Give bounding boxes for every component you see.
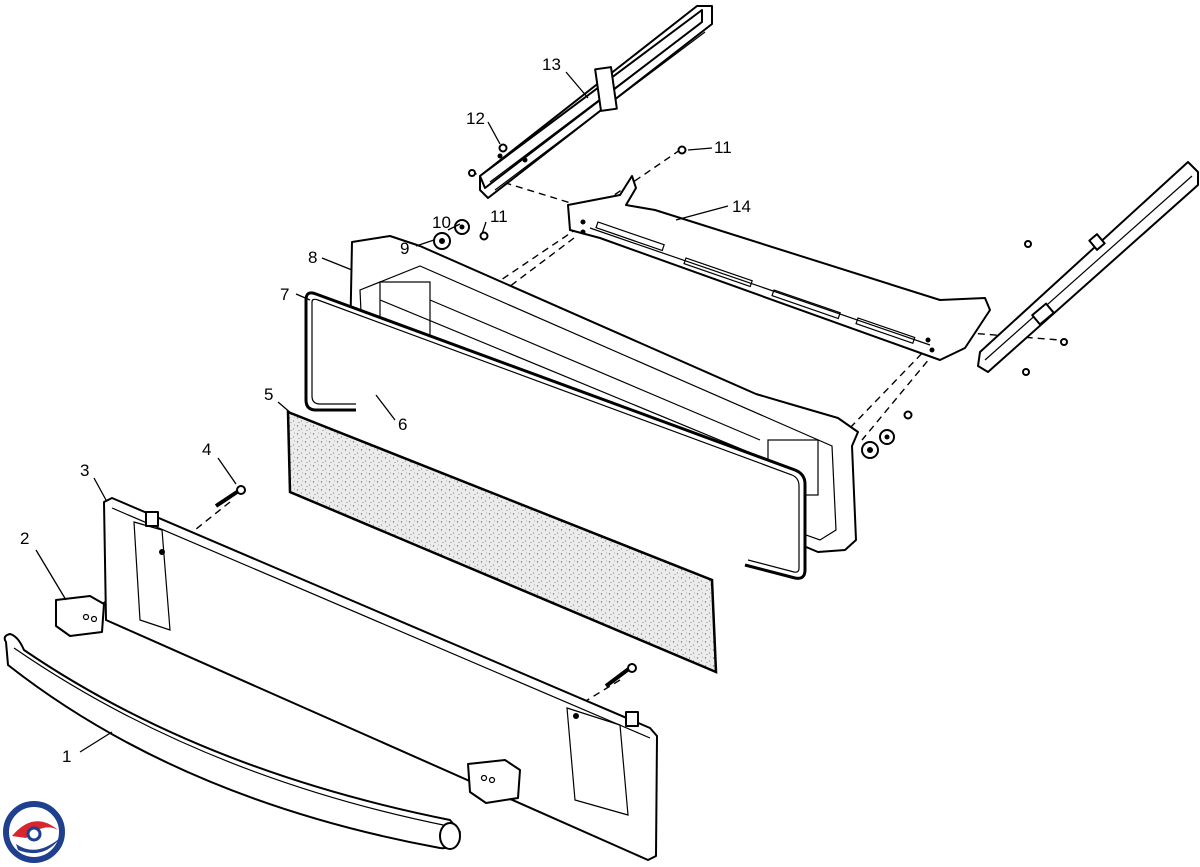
part-13-upper-slide-rail	[479, 5, 713, 199]
part-1-handle	[3, 633, 461, 850]
part-4-screws	[214, 485, 637, 688]
callout-7: 7	[280, 285, 289, 304]
callout-4: 4	[202, 440, 211, 459]
callout-2: 2	[20, 529, 29, 548]
callout-6: 6	[398, 415, 407, 434]
part-5-insulation-pad	[286, 410, 718, 674]
callout-12: 12	[466, 109, 485, 128]
callout-leaders	[35, 71, 729, 753]
callout-1: 1	[62, 747, 71, 766]
callout-10: 10	[432, 213, 451, 232]
right-slide-rail	[977, 161, 1199, 373]
callout-13: 13	[542, 55, 561, 74]
callout-3: 3	[80, 461, 89, 480]
callout-11-rear: 11	[714, 138, 732, 157]
part-2-handle-brackets	[55, 595, 521, 804]
parts-9-10-spacers	[433, 219, 895, 459]
brand-logo-icon	[3, 801, 65, 863]
callout-8: 8	[308, 248, 317, 267]
callout-9: 9	[400, 239, 409, 258]
callout-11-front: 11	[490, 207, 508, 226]
part-7-wire-frame	[304, 291, 807, 580]
screws	[367, 143, 1068, 420]
callout-5: 5	[264, 385, 273, 404]
callout-14: 14	[732, 197, 751, 216]
callouts: 1 2 3 4 5 6 7 8 9 10 11 11 12 13 14	[20, 55, 751, 766]
part-14-rear-bracket	[567, 175, 991, 361]
